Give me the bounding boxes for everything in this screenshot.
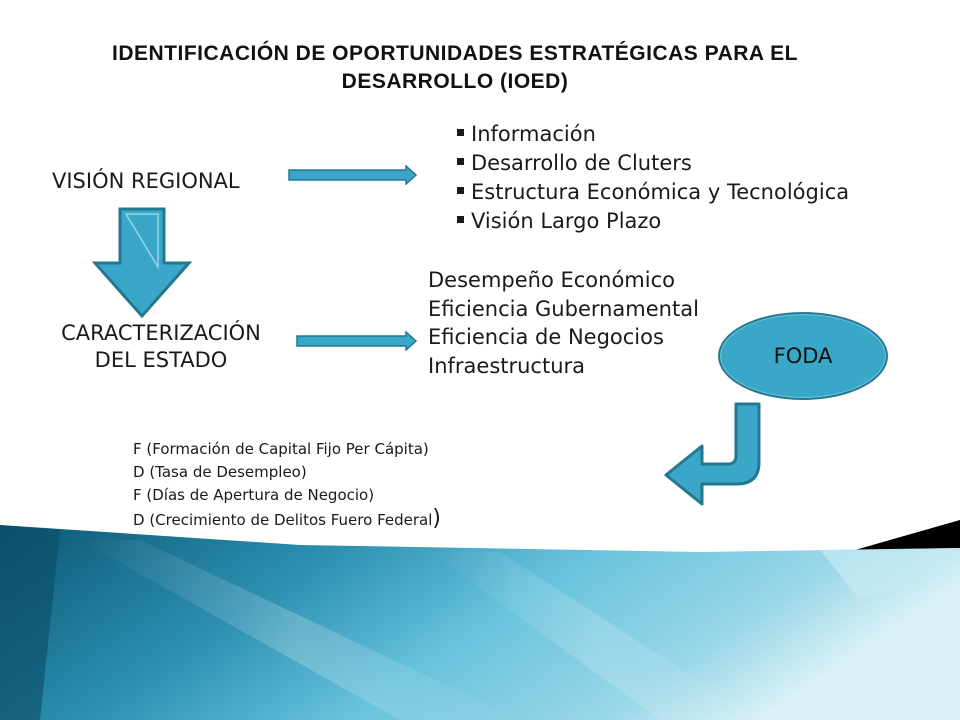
right-arrow-icon (296, 331, 418, 351)
list-item: F (Días de Apertura de Negocio) (133, 486, 375, 504)
list-item: Desempeño Económico (428, 268, 675, 292)
caracterizacion-label: CARACTERIZACIÓN DEL ESTADO (46, 320, 276, 374)
list-item: F (Formación de Capital Fijo Per Cápita) (133, 440, 429, 458)
foda-node: FODA (718, 312, 888, 400)
list-item: Eficiencia Gubernamental (428, 296, 699, 321)
vision-regional-label: VISIÓN REGIONAL (52, 169, 240, 193)
bent-arrow-icon (664, 402, 761, 506)
list-item: Desarrollo de Cluters (457, 149, 849, 178)
list-item: D (Crecimiento de Delitos Fuero Federal) (133, 507, 441, 532)
foda-label: FODA (773, 344, 833, 368)
list-item: Eficiencia de Negocios (428, 325, 664, 349)
list-item: Infraestructura (428, 353, 586, 378)
indicator-text: D (Crecimiento de Delitos Fuero Federal (133, 511, 433, 529)
list-item: D (Tasa de Desempleo) (133, 463, 307, 481)
caracterizacion-line-1: CARACTERIZACIÓN (61, 321, 261, 345)
estado-items-list: Desempeño Económico Eficiencia Gubername… (428, 266, 699, 380)
list-item: Visión Largo Plazo (457, 207, 849, 236)
caracterizacion-line-2: DEL ESTADO (94, 348, 228, 372)
list-item: Información (457, 120, 849, 149)
title-line-1: Identificación de Oportunidades Estratég… (112, 42, 798, 65)
down-arrow-icon (92, 207, 192, 319)
right-arrow-icon (288, 165, 418, 185)
page-title: Identificación de Oportunidades Estratég… (60, 40, 850, 96)
list-item: Estructura Económica y Tecnológica (457, 178, 849, 207)
closing-paren: ) (432, 506, 441, 531)
indicators-list: F (Formación de Capital Fijo Per Cápita)… (133, 438, 441, 532)
title-line-2: Desarrollo (IOED) (341, 70, 569, 93)
vision-items-list: Información Desarrollo de Cluters Estruc… (457, 120, 849, 236)
